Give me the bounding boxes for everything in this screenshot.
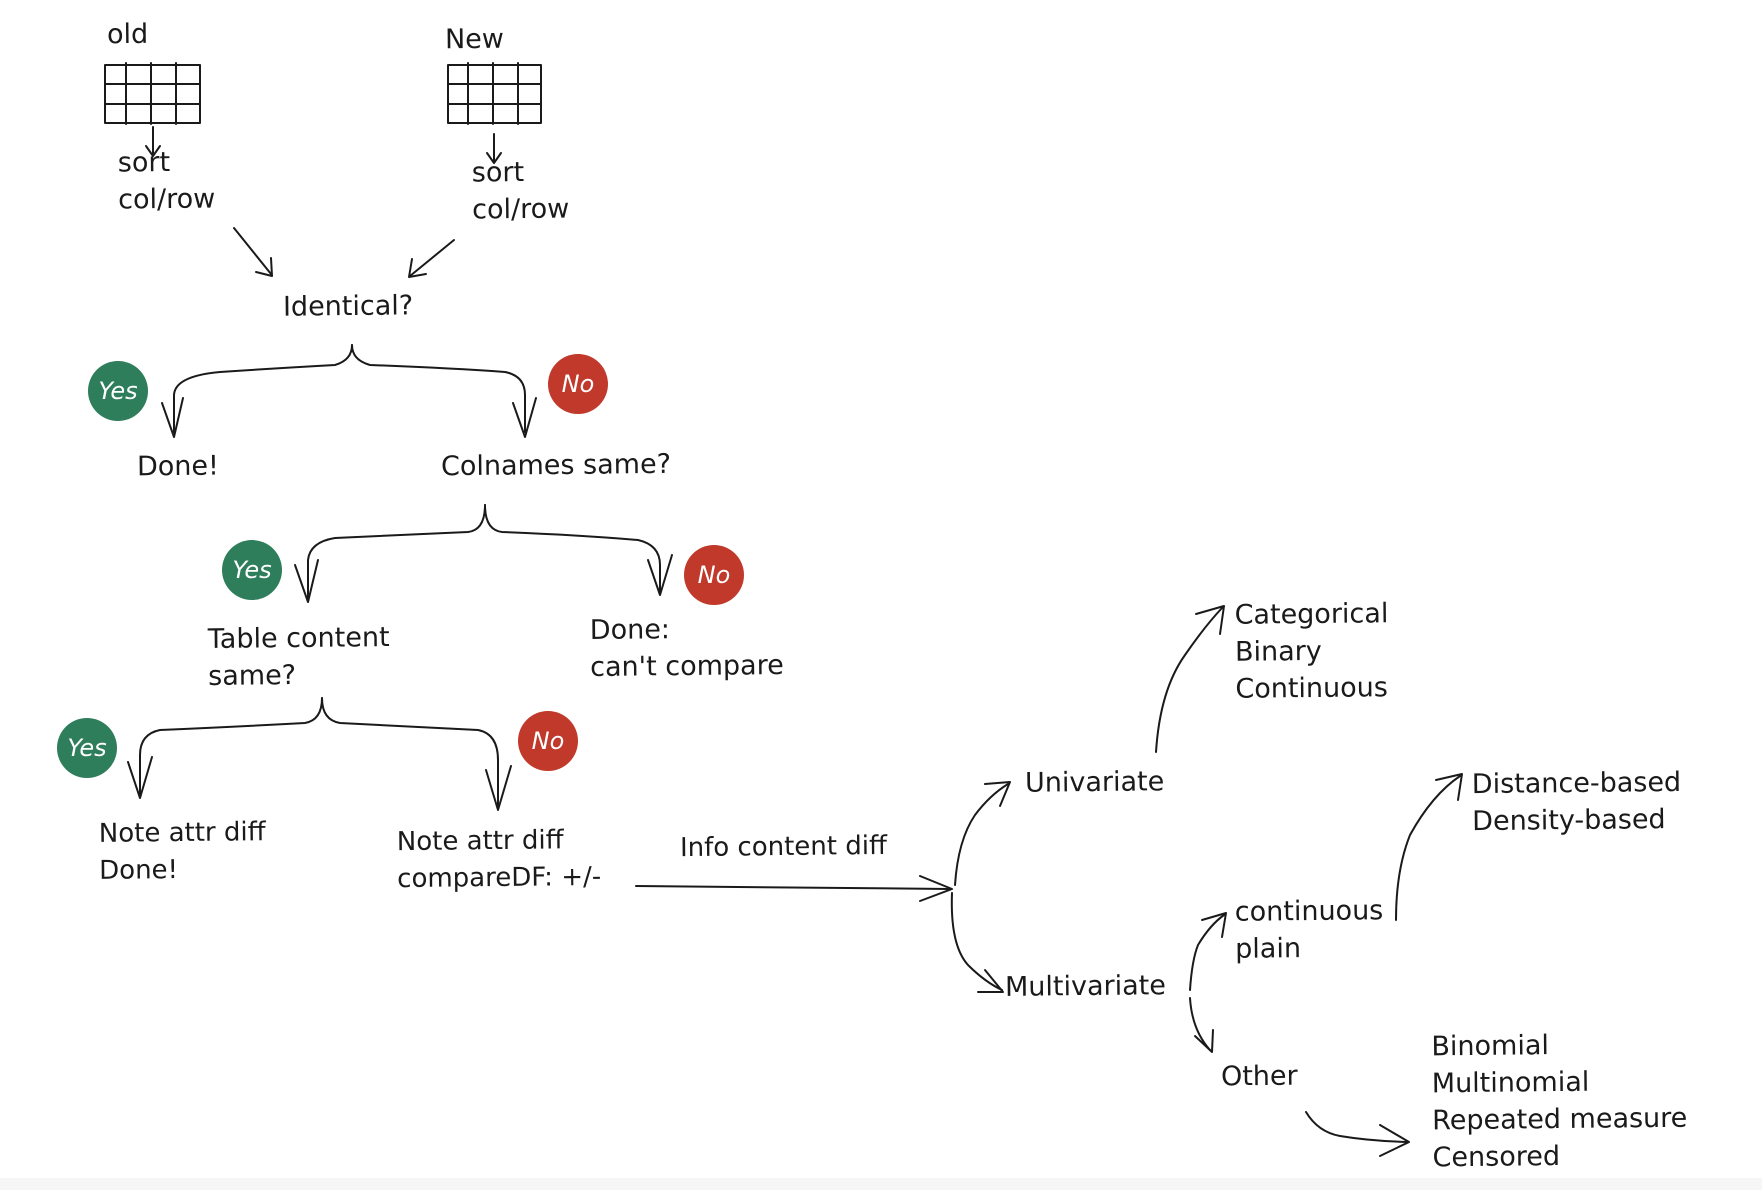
split-colnames	[294, 504, 673, 603]
yes-badge-colnames: Yes	[222, 540, 282, 600]
new-table-label: New	[444, 23, 505, 56]
arrow-multivariate-to-other	[1189, 997, 1214, 1053]
other-types-label: Binomial Multinomial Repeated measure Ce…	[1431, 1030, 1688, 1174]
yes-badge-identical: Yes	[88, 361, 148, 421]
bottom-strip	[0, 1178, 1762, 1190]
identical-label: Identical?	[282, 290, 414, 323]
no-badge-identical: No	[548, 354, 608, 414]
old-table-label: old	[106, 18, 149, 51]
new-table-icon	[447, 62, 542, 125]
arrow-multivariate-to-continuous	[1189, 912, 1227, 991]
table-content-same-label: Table content same?	[207, 622, 390, 692]
note-attr-compare-label: Note attr diff compareDF: +/-	[396, 825, 602, 895]
distance-density-label: Distance-based Density-based	[1471, 766, 1682, 838]
split-info-content	[950, 781, 1011, 993]
arrow-new-to-sort	[486, 133, 502, 164]
arrow-old-to-sort	[145, 126, 161, 157]
split-table-content	[127, 697, 512, 811]
info-content-diff-label: Info content diff	[679, 830, 888, 864]
no-badge-table-content: No	[518, 711, 578, 771]
arrow-info-content	[635, 875, 953, 902]
multivariate-label: Multivariate	[1004, 970, 1167, 1003]
yes-badge-table-content: Yes	[57, 718, 117, 778]
univariate-types-label: Categorical Binary Continuous	[1234, 598, 1389, 705]
univariate-label: Univariate	[1024, 766, 1165, 799]
note-attr-done-label: Note attr diff Done!	[98, 817, 266, 886]
arrow-sort-new-to-identical	[408, 239, 455, 278]
arrow-continuous-to-distance	[1395, 773, 1463, 921]
colnames-same-label: Colnames same?	[440, 448, 672, 483]
other-label: Other	[1220, 1060, 1298, 1093]
continuous-plain-label: continuous plain	[1234, 895, 1384, 965]
old-table-icon	[104, 62, 201, 125]
arrow-other-to-types	[1305, 1111, 1410, 1157]
done-label: Done!	[136, 450, 220, 483]
split-identical	[161, 344, 537, 438]
arrow-univariate-to-types	[1155, 605, 1225, 753]
done-cant-compare-label: Done: can't compare	[589, 614, 784, 684]
no-badge-colnames: No	[684, 545, 744, 605]
sort-old-label: sort col/row	[117, 146, 216, 216]
arrow-sort-old-to-identical	[233, 227, 273, 277]
sort-new-label: sort col/row	[471, 156, 570, 226]
